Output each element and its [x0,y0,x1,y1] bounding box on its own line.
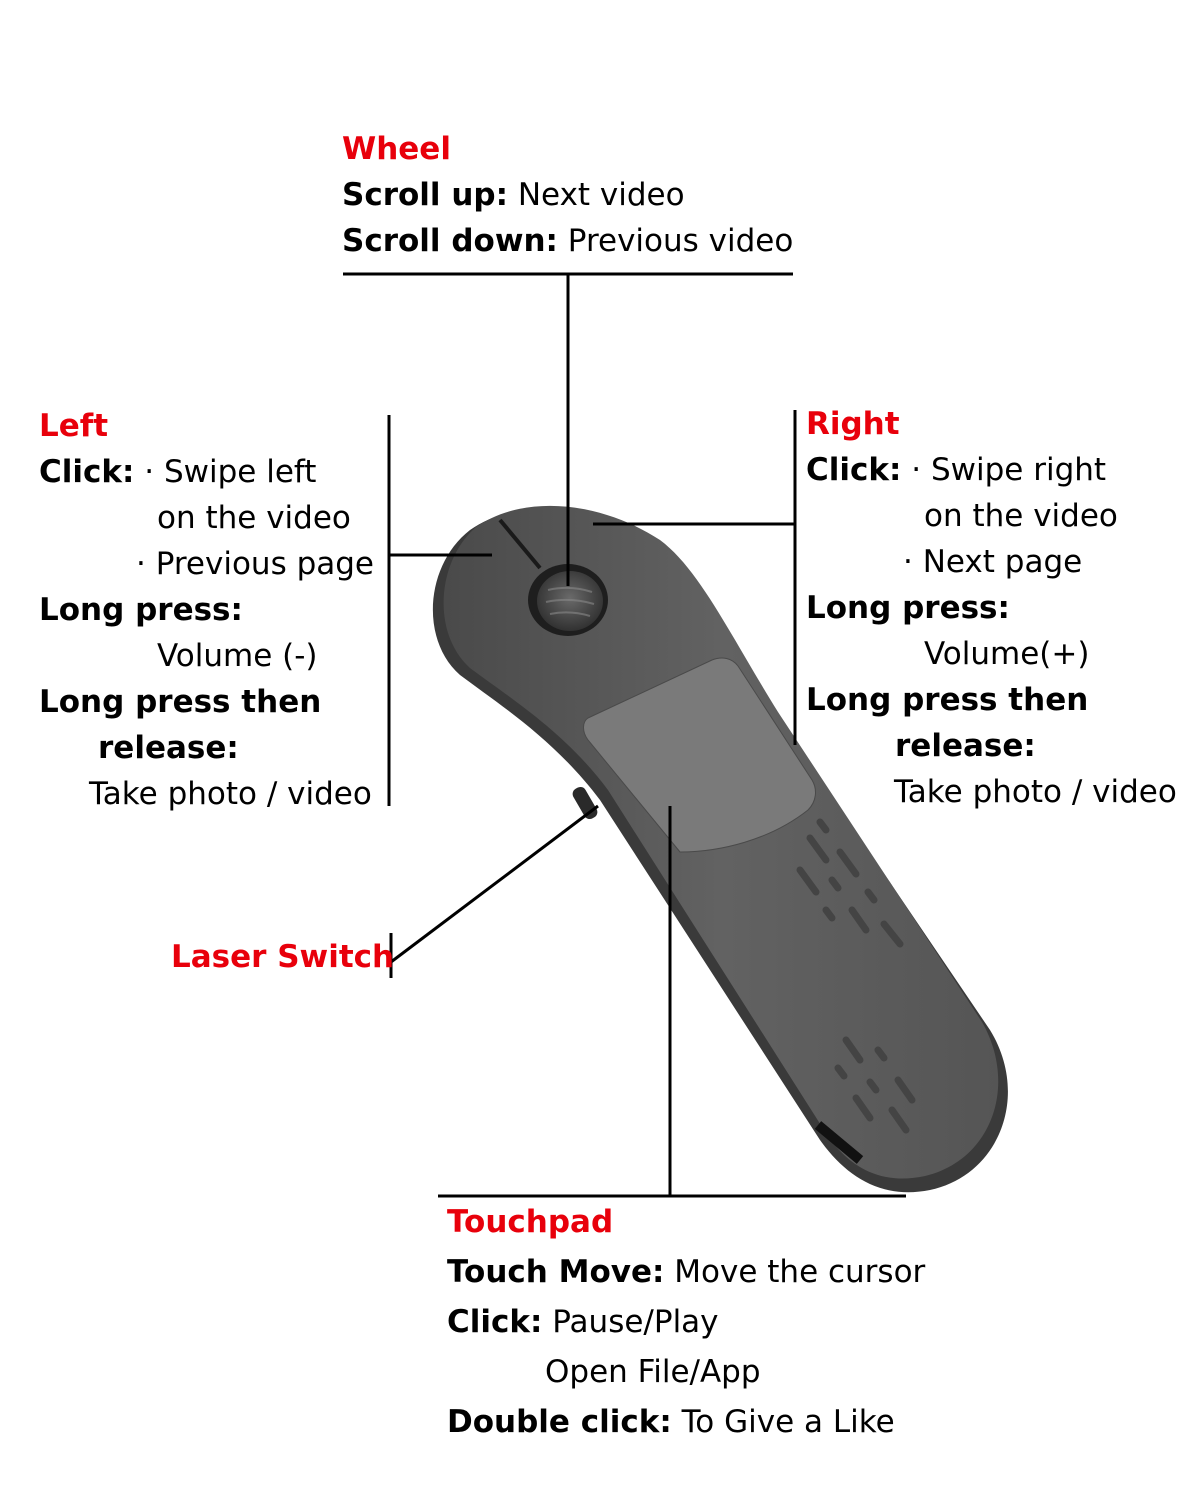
callout-lines [343,272,906,1198]
wheel-scroll-down: Scroll down: Previous video [342,223,794,259]
laser-switch-callout: Laser Switch [171,934,394,980]
touchpad-callout: Touchpad Touch Move: Move the cursor Cli… [447,1197,925,1447]
wheel-callout: Wheel Scroll up: Next video Scroll down:… [342,126,793,264]
touchpad-surface [583,657,816,853]
device-body [432,505,1008,1193]
vent-slots-lower [834,1036,916,1134]
right-button-callout: Right Click: · Swipe right on the video … [806,401,1177,815]
laser-title: Laser Switch [171,939,395,975]
wheel-title: Wheel [342,131,451,167]
vent-slots-upper [796,818,904,948]
left-button-callout: Left Click: · Swipe left on the video · … [39,403,374,817]
left-title: Left [39,408,109,444]
touchpad-title: Touchpad [447,1204,614,1240]
wheel-scroll-up: Scroll up: Next video [342,177,685,213]
right-title: Right [806,406,900,442]
